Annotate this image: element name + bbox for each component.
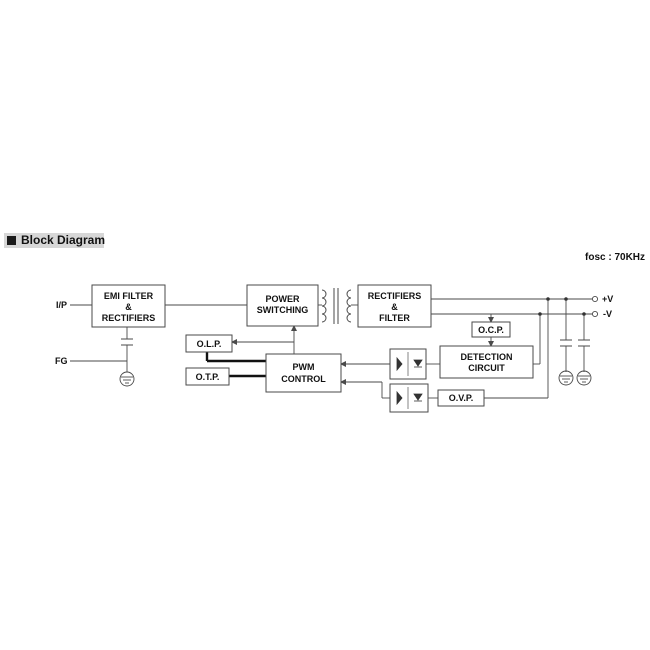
- power-block-line-1: POWER: [265, 294, 300, 304]
- section-bullet-icon: [7, 236, 16, 245]
- negative-terminal-icon: [591, 310, 599, 318]
- ocp-label: O.C.P.: [478, 325, 504, 335]
- power-block-line-2: SWITCHING: [257, 305, 309, 315]
- otp-block: [185, 367, 230, 386]
- junction-dot: [564, 297, 568, 301]
- input-label: I/P: [56, 300, 67, 310]
- rectifiers-filter-block: [357, 284, 432, 328]
- led-icon: [413, 393, 423, 401]
- frame-ground-label: FG: [55, 356, 68, 366]
- pwm-block-line-2: CONTROL: [281, 374, 326, 384]
- frequency-label: fosc : 70KHz: [585, 252, 646, 263]
- section-header-bar: [4, 233, 104, 248]
- ground-icon: [558, 370, 574, 386]
- junction-dot: [546, 297, 550, 301]
- transformer-icon: [321, 288, 352, 324]
- pwm-control-block: [265, 353, 342, 393]
- section-title: Block Diagram: [21, 233, 106, 247]
- positive-terminal-icon: [591, 295, 599, 303]
- emi-block-line-3: RECTIFIERS: [102, 313, 156, 323]
- detection-circuit-block: [439, 345, 534, 379]
- optocoupler-2-icon: [389, 383, 429, 413]
- ovp-block: [437, 389, 485, 407]
- power-switching-block: [246, 284, 319, 327]
- junction-dot: [582, 312, 586, 316]
- junction-dot: [538, 312, 542, 316]
- emi-block-line-1: EMI FILTER: [104, 291, 154, 301]
- ground-icon: [576, 370, 592, 386]
- emi-filter-block: [91, 284, 166, 328]
- led-icon: [413, 359, 423, 367]
- otp-label: O.T.P.: [196, 372, 220, 382]
- phototransistor-icon: [396, 390, 403, 406]
- ground-icon: [119, 371, 135, 387]
- detect-block-line-1: DETECTION: [460, 352, 512, 362]
- ovp-label: O.V.P.: [449, 393, 474, 403]
- rect-block-line-2: &: [391, 302, 398, 312]
- ocp-block: [471, 321, 511, 338]
- olp-label: O.L.P.: [197, 339, 222, 349]
- olp-block: [185, 334, 233, 353]
- rect-block-line-1: RECTIFIERS: [368, 291, 422, 301]
- pwm-block-line-1: PWM: [293, 362, 315, 372]
- positive-output-label: +V: [602, 294, 613, 304]
- rect-block-line-3: FILTER: [379, 313, 410, 323]
- phototransistor-icon: [396, 356, 403, 372]
- emi-block-line-2: &: [125, 302, 132, 312]
- detect-block-line-2: CIRCUIT: [468, 363, 505, 373]
- negative-output-label: -V: [603, 309, 612, 319]
